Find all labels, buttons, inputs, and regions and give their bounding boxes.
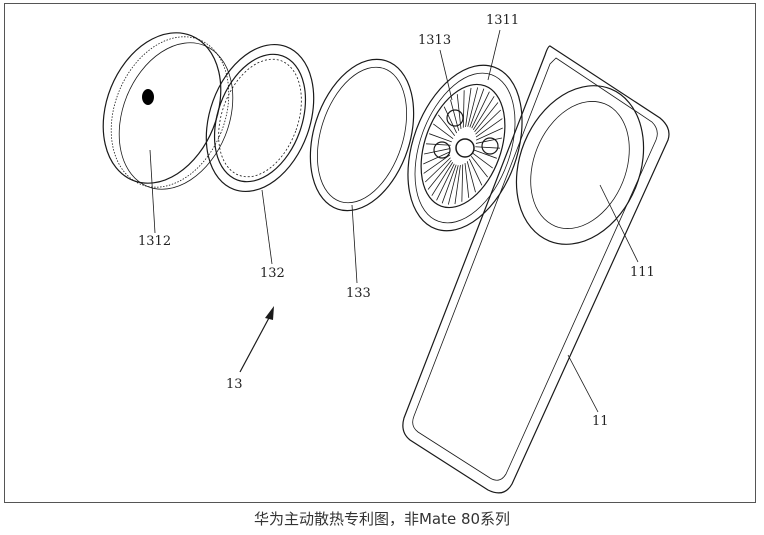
fan-blade (443, 106, 458, 134)
fan-blade (423, 154, 451, 174)
ring-132 (205, 43, 315, 193)
label-132: 132 (260, 266, 285, 281)
figure-caption: 华为主动散热专利图，非Mate 80系列 (253, 510, 511, 528)
fan-blade (431, 162, 454, 196)
label-13: 13 (226, 377, 243, 392)
fan-blade (474, 102, 499, 133)
fan-blade (433, 123, 454, 140)
fan-blade (471, 91, 490, 129)
fan-blade (472, 152, 493, 169)
label-1313: 1313 (418, 33, 451, 48)
fan-blade (476, 127, 503, 141)
fan-blade (464, 162, 470, 198)
label-1311: 1311 (486, 13, 519, 28)
fan-blade (429, 133, 452, 143)
fan-blade (447, 165, 459, 205)
figure-frame (4, 3, 756, 503)
fan-module (407, 64, 523, 232)
fan-blade (468, 158, 483, 186)
fan-blade (475, 146, 500, 149)
leader-lines (149, 29, 639, 413)
phone-camera-ring (515, 85, 645, 245)
fan-blade (423, 148, 451, 155)
fan-blade (454, 165, 461, 205)
fan-blade (470, 156, 488, 178)
patent-drawing: 1312 132 133 13 1313 1311 111 11 (102, 13, 670, 494)
label-11: 11 (592, 414, 609, 429)
fan-blade (475, 109, 502, 135)
label-133: 133 (346, 286, 371, 301)
fan-blade (462, 90, 465, 128)
label-111: 111 (630, 265, 655, 280)
fan-blade (441, 164, 457, 204)
ring-133 (309, 58, 415, 212)
fan-blade (469, 88, 485, 128)
fan-blade (474, 149, 497, 159)
fan-blade (426, 143, 451, 146)
assembly-arrow (239, 306, 274, 373)
fan-blade (465, 87, 472, 127)
fan-blade (461, 164, 464, 202)
fan-blade (423, 151, 450, 165)
fan-blade (467, 87, 479, 127)
fan-blade (466, 161, 476, 193)
fan-blade (475, 137, 503, 144)
fan-blade (472, 96, 495, 130)
fan-blade (424, 157, 451, 183)
fan-blade (427, 159, 452, 190)
cover-disc-1312 (102, 32, 234, 190)
fan-blade (438, 114, 456, 136)
phone-body (402, 45, 670, 494)
fan-blade (436, 163, 455, 201)
label-1312: 1312 (138, 234, 171, 249)
fan-blade (475, 118, 503, 138)
